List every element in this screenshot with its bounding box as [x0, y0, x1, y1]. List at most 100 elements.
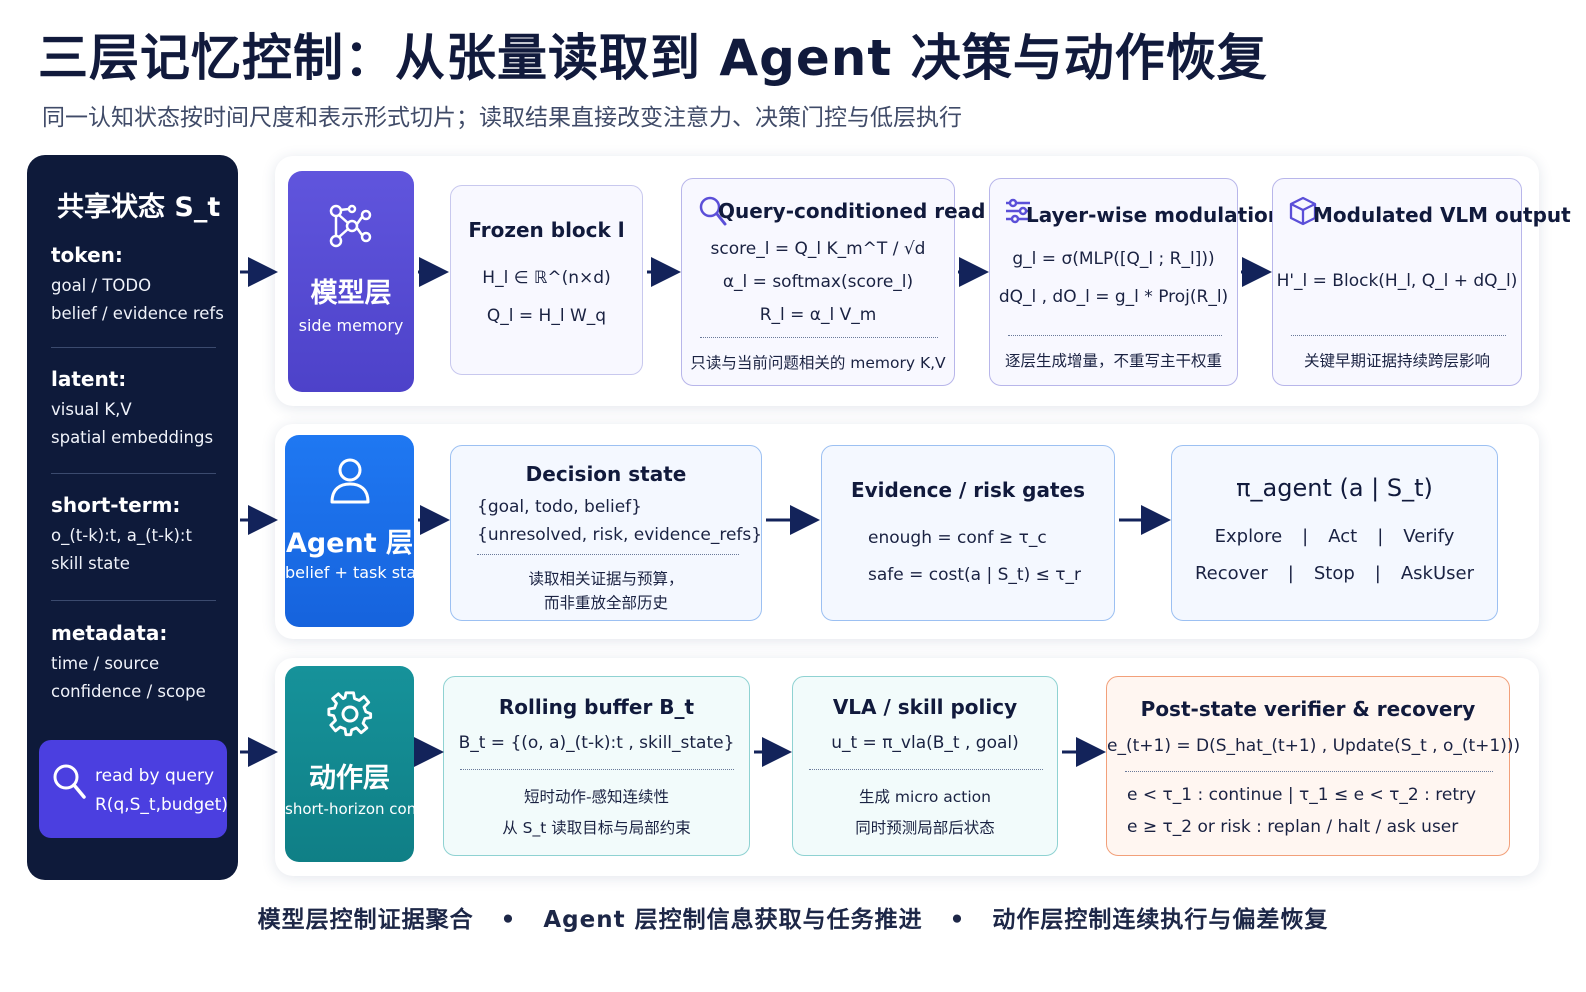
sliders-icon — [1006, 198, 1030, 224]
evidence-risk-gates-box: Evidence / risk gates enough = conf ≥ τ_… — [821, 445, 1115, 621]
short-term-section: short-term: o_(t-k):t, a_(t-k):t skill s… — [51, 493, 221, 578]
agent-policy-title: π_agent (a | S_t) — [1236, 474, 1433, 502]
act-action: Act — [1328, 526, 1358, 547]
divider — [51, 600, 216, 601]
footer-action: 动作层控制连续执行与偏差恢复 — [992, 907, 1329, 933]
formula-line: e_(t+1) = D(S_hat_(t+1) , Update(S_t , o… — [1107, 736, 1521, 756]
dotted-divider — [477, 554, 739, 555]
dotted-divider — [700, 337, 938, 338]
section-line: o_(t-k):t, a_(t-k):t — [51, 526, 192, 545]
formula-line: R_l = α_l V_m — [759, 305, 877, 325]
gear-icon — [326, 691, 372, 737]
post-state-verifier-title: Post-state verifier & recovery — [1140, 697, 1476, 721]
recover-action: Recover — [1194, 563, 1268, 584]
action-layer-name: 动作层 — [309, 763, 390, 794]
formula-line: enough = conf ≥ τ_c — [868, 528, 1047, 548]
dotted-divider — [460, 769, 734, 770]
divider — [51, 473, 216, 474]
askuser-action: AskUser — [1400, 563, 1475, 584]
rolling-buffer-title: Rolling buffer B_t — [498, 695, 695, 719]
decision-note: 读取相关证据与预算， — [528, 570, 684, 588]
model-layer-card: 模型层 side memory — [288, 171, 414, 392]
action-layer-card: 动作层 short-horizon control — [285, 666, 442, 862]
read-by-query-text: read by query R(q,S_t,budget) — [95, 762, 228, 820]
rolling-buffer-note: 从 S_t 读取目标与局部约束 — [502, 819, 691, 837]
read-by-query-box: read by query R(q,S_t,budget) — [39, 740, 228, 838]
section-line: visual K,V — [51, 400, 132, 419]
formula-line: α_l = softmax(score_l) — [722, 272, 914, 292]
verifier-rule: e < τ_1 : continue | τ_1 ≤ e < τ_2 : ret… — [1127, 785, 1477, 805]
search-icon — [699, 196, 727, 226]
layerwise-modulation-title: Layer-wise modulation — [1026, 203, 1283, 227]
formula-line: {goal, todo, belief} — [477, 497, 642, 517]
model-layer-name: 模型层 — [310, 278, 392, 309]
formula-line: Q_l = H_l W_q — [486, 306, 607, 326]
frozen-block-title: Frozen block l — [468, 218, 625, 242]
section-head: short-term: — [51, 493, 181, 517]
section-head: latent: — [51, 367, 127, 391]
formula-line: H'_l = Block(H_l, Q_l + dQ_l) — [1276, 271, 1518, 291]
agent-layer-sub: belief + task state — [285, 563, 433, 582]
post-state-verifier-box: Post-state verifier & recovery e_(t+1) =… — [1106, 676, 1521, 856]
read-query-line2: R(q,S_t,budget) — [95, 795, 228, 815]
token-section: token: goal / TODO belief / evidence ref… — [51, 243, 224, 328]
policy-action-row: Recover | Stop | AskUser — [1172, 563, 1497, 584]
section-line: belief / evidence refs — [51, 304, 224, 323]
vla-note: 生成 micro action — [858, 788, 991, 806]
rolling-buffer-note: 短时动作-感知连续性 — [523, 788, 670, 806]
layerwise-modulation-note: 逐层生成增量，不重写主干权重 — [1004, 352, 1222, 370]
person-icon — [330, 458, 369, 504]
stop-action: Stop — [1313, 563, 1355, 584]
footer-model: 模型层控制证据聚合 — [257, 907, 474, 933]
footer-agent: Agent 层控制信息获取与任务推进 — [543, 907, 923, 933]
network-icon — [329, 204, 372, 248]
section-head: metadata: — [51, 621, 168, 645]
section-line: spatial embeddings — [51, 428, 214, 447]
formula-line: u_t = π_vla(B_t , goal) — [831, 733, 1019, 753]
page-title: 三层记忆控制：从张量读取到 Agent 决策与动作恢复 — [38, 29, 1268, 87]
formula-line: score_l = Q_l K_m^T / √d — [710, 239, 926, 259]
cube-icon — [1289, 196, 1317, 226]
query-read-note: 只读与当前问题相关的 memory K,V — [690, 354, 946, 372]
separator: | — [1287, 563, 1294, 584]
search-icon — [53, 764, 86, 799]
evidence-risk-gates-title: Evidence / risk gates — [850, 478, 1086, 502]
query-read-box: Query-conditioned read score_l = Q_l K_m… — [681, 178, 986, 386]
divider — [51, 347, 216, 348]
formula-line: safe = cost(a | S_t) ≤ τ_r — [868, 565, 1081, 585]
formula-line: H_l ∈ ℝ^(n×d) — [482, 268, 611, 288]
section-line: confidence / scope — [51, 682, 206, 701]
modulated-output-note: 关键早期证据持续跨层影响 — [1303, 352, 1490, 370]
query-read-title: Query-conditioned read — [718, 199, 986, 223]
verifier-rule: e ≥ τ_2 or risk : replan / halt / ask us… — [1127, 817, 1459, 837]
page-subtitle: 同一认知状态按时间尺度和表示形式切片；读取结果直接改变注意力、决策门控与低层执行 — [42, 105, 962, 131]
separator: | — [1377, 526, 1384, 547]
decision-state-box: Decision state {goal, todo, belief} {unr… — [450, 445, 762, 621]
action-layer-sub: short-horizon control — [285, 800, 442, 818]
section-line: goal / TODO — [51, 276, 152, 295]
formula-line: B_t = {(o, a)_(t-k):t , skill_state} — [458, 733, 735, 753]
policy-action-row: Explore | Act | Verify — [1172, 526, 1497, 547]
shared-state-panel: 共享状态 S_t token: goal / TODO belief / evi… — [27, 155, 238, 880]
dotted-divider — [1125, 771, 1493, 772]
latent-section: latent: visual K,V spatial embeddings — [51, 367, 221, 452]
vla-note: 同时预测局部后状态 — [855, 819, 995, 837]
vla-skill-policy-box: VLA / skill policy u_t = π_vla(B_t , goa… — [792, 676, 1058, 856]
agent-policy-box: π_agent (a | S_t) Explore | Act | Verify… — [1171, 445, 1498, 621]
dotted-divider — [809, 769, 1043, 770]
shared-state-title: 共享状态 S_t — [57, 192, 221, 223]
rolling-buffer-box: Rolling buffer B_t B_t = {(o, a)_(t-k):t… — [443, 676, 750, 856]
layerwise-modulation-box: Layer-wise modulation g_l = σ(MLP([Q_l ;… — [989, 178, 1283, 386]
separator: | — [1302, 526, 1309, 547]
footer-separator: • — [500, 907, 517, 933]
separator: | — [1374, 563, 1381, 584]
dotted-divider — [1291, 335, 1506, 336]
section-line: skill state — [51, 554, 130, 573]
section-line: time / source — [51, 654, 160, 673]
vla-skill-policy-title: VLA / skill policy — [832, 695, 1018, 719]
metadata-section: metadata: time / source confidence / sco… — [51, 621, 221, 706]
formula-line: dQ_l , dO_l = g_l * Proj(R_l) — [998, 287, 1229, 307]
decision-note: 而非重放全部历史 — [543, 594, 668, 612]
dotted-divider — [1008, 335, 1222, 336]
formula-line: {unresolved, risk, evidence_refs} — [477, 525, 763, 545]
